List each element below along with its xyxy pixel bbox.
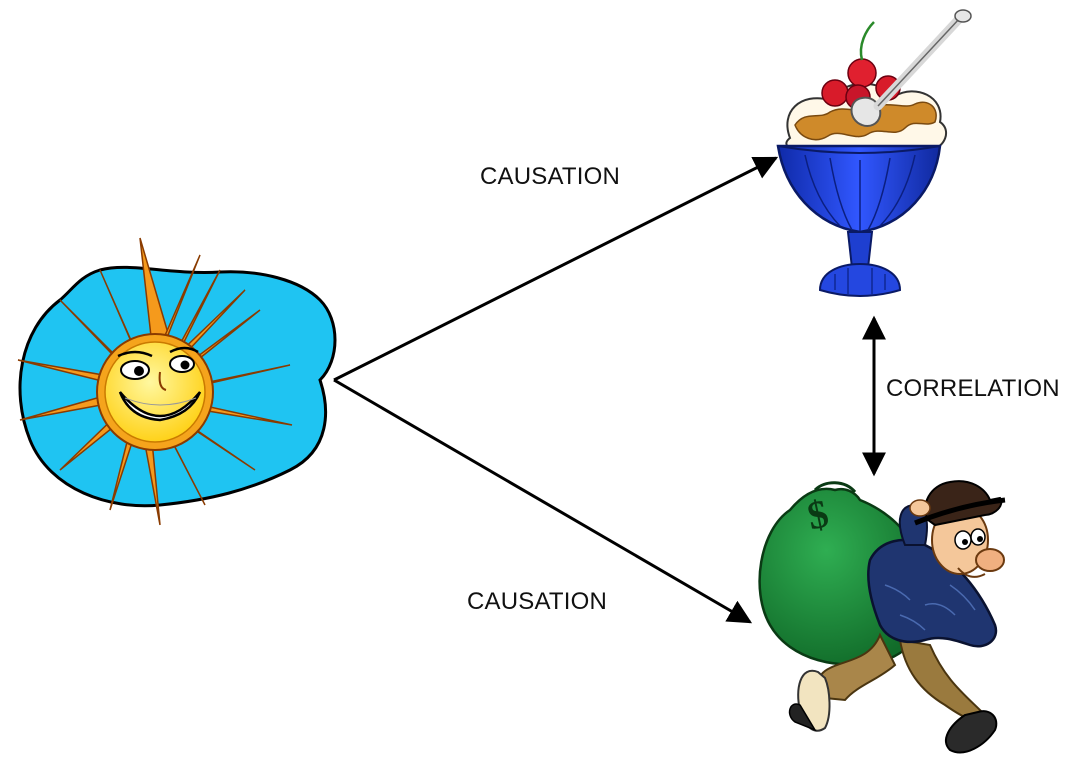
causation-arrow-top bbox=[333, 156, 779, 382]
causation-arrow-bottom bbox=[333, 378, 753, 624]
sun-icon bbox=[17, 237, 337, 526]
robber-with-money-bag-icon: $ bbox=[758, 480, 1006, 754]
causation-label-bottom: CAUSATION bbox=[467, 588, 608, 615]
causation-label-top: CAUSATION bbox=[480, 163, 621, 190]
ice-cream-sundae-icon bbox=[776, 9, 972, 297]
correlation-label: CORRELATION bbox=[886, 375, 1060, 402]
